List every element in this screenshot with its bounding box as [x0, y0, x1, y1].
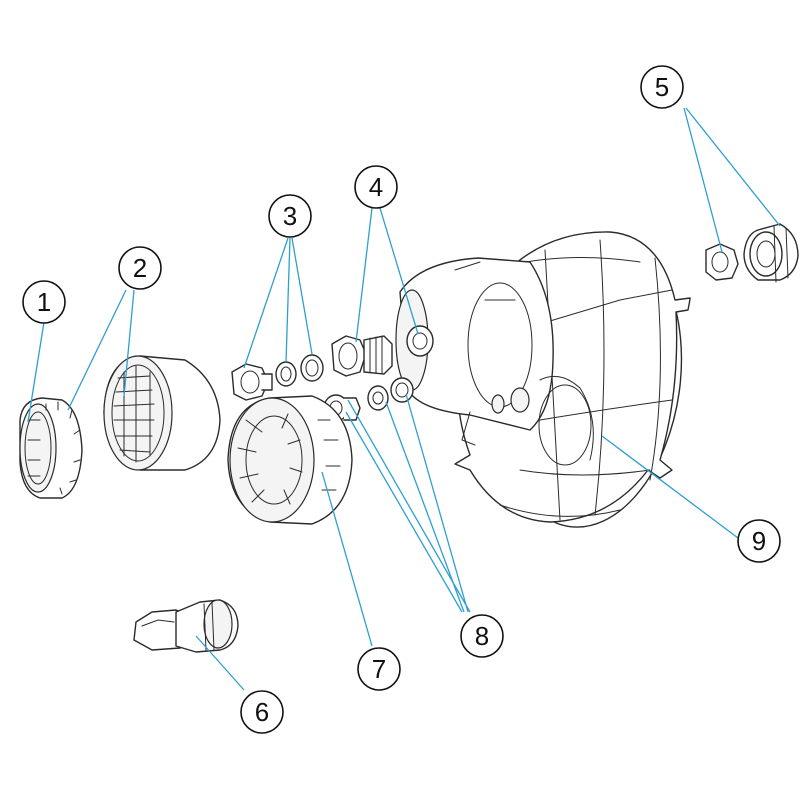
- part-1-ring: [19, 397, 83, 499]
- callout-8-label: 8: [475, 621, 489, 651]
- callout-5: 5: [640, 65, 684, 109]
- leader-5a: [683, 107, 723, 253]
- leader-4a: [355, 207, 373, 343]
- leader-4b: [379, 207, 419, 335]
- callout-8: 8: [460, 614, 504, 658]
- leader-3c: [291, 237, 313, 355]
- leader-5b: [685, 107, 781, 227]
- callout-7: 7: [357, 647, 401, 691]
- callout-6: 6: [240, 690, 284, 734]
- leader-8a: [345, 411, 463, 613]
- callout-6-label: 6: [255, 697, 269, 727]
- callout-1: 1: [22, 280, 66, 324]
- leader-1: [27, 321, 45, 423]
- leader-lines: [27, 107, 781, 691]
- callout-3: 3: [268, 194, 312, 238]
- leader-2a: [67, 289, 127, 411]
- part-6-key-tool: [133, 599, 239, 653]
- part-7-collar: [227, 395, 353, 525]
- part-5-nut-and-coupling: [705, 223, 799, 283]
- part-9-housing: [395, 231, 691, 528]
- callout-2-label: 2: [133, 253, 147, 283]
- callout-9-label: 9: [752, 526, 766, 556]
- callout-4-label: 4: [369, 172, 383, 202]
- callout-3-label: 3: [283, 201, 297, 231]
- leader-7: [321, 471, 373, 647]
- part-2-sleeve: [103, 355, 221, 471]
- callout-9: 9: [737, 519, 781, 563]
- leader-2b: [123, 289, 135, 397]
- leader-6: [195, 635, 245, 691]
- callout-4: 4: [354, 165, 398, 209]
- leader-8d: [347, 399, 471, 613]
- leader-3a: [243, 237, 289, 369]
- callout-2: 2: [118, 246, 162, 290]
- leader-8b: [385, 401, 465, 613]
- leader-9: [601, 435, 739, 539]
- callout-7-label: 7: [372, 654, 386, 684]
- leader-8c: [405, 393, 469, 613]
- leader-3b: [285, 237, 291, 363]
- callout-1-label: 1: [37, 287, 51, 317]
- part-4-threaded-fitting: [331, 335, 393, 377]
- callout-5-label: 5: [655, 72, 669, 102]
- part-3-nut-and-washers: [231, 354, 324, 401]
